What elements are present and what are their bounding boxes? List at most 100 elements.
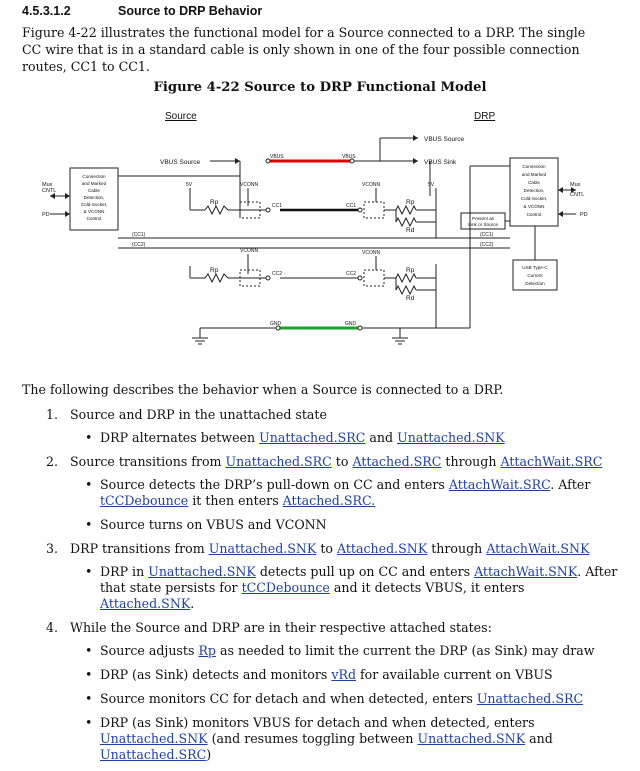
left-ctrl-line: Connection — [82, 174, 106, 179]
text: for available current on — [356, 667, 516, 682]
text: and it detects — [329, 580, 426, 595]
link[interactable]: Attached.SNK — [336, 541, 428, 556]
list-number: 1. — [45, 407, 58, 422]
text: and — [365, 430, 398, 445]
section-number: 4.5.3.1.2 — [22, 4, 71, 18]
cc2-bus-right: (CC2) — [480, 242, 494, 248]
vconn-label-right-1: VCONN — [362, 182, 380, 188]
list-item: 3. DRP transitions from Unattached.SNK t… — [22, 541, 622, 612]
right-ctrl-line: Control — [527, 212, 542, 217]
link-unattached-snk[interactable]: Unattached.SNK — [397, 430, 505, 445]
bullet-item: • Source detects the DRP’s pull-down on … — [22, 477, 622, 509]
link[interactable]: AttachWait.SNK — [474, 564, 578, 579]
bullet-icon: • — [85, 643, 93, 658]
right-ctrl-line: and Marked — [522, 172, 547, 177]
text: to — [331, 454, 353, 469]
cntl-label-right: CNTL — [570, 192, 584, 198]
present-line: Sink or Source — [468, 222, 499, 227]
list-number: 3. — [45, 541, 58, 556]
present-line: Present as — [472, 216, 495, 221]
vbus-term: VBUS — [253, 715, 291, 730]
text: , it enters — [462, 580, 525, 595]
cc1-label-left: CC1 — [272, 203, 282, 209]
cc2-bus-left: (CC2) — [132, 242, 146, 248]
usb-det-line: Detection — [525, 281, 545, 286]
steps-list: 1. Source and DRP in the unattached stat… — [22, 407, 622, 763]
link-unattached-src[interactable]: Unattached.SRC — [259, 430, 366, 445]
vbus-label-left: VBUS — [270, 154, 284, 160]
text: DRP in — [100, 564, 149, 579]
link-rp[interactable]: Rp — [198, 643, 216, 658]
right-ctrl-line: Cold-Socket, — [521, 196, 547, 201]
text: (and resumes toggling between — [207, 731, 418, 746]
list-item: 1. Source and DRP in the unattached stat… — [22, 407, 622, 446]
list-item: 2. Source transitions from Unattached.SR… — [22, 454, 622, 533]
link[interactable]: Attached.SNK — [100, 596, 191, 611]
link[interactable]: Unattached.SRC — [225, 454, 332, 469]
mux-label-right: Mux — [570, 182, 581, 188]
text: . After that state persists for — [100, 564, 618, 595]
right-control-block — [509, 157, 559, 227]
cc2-label-right: CC2 — [346, 271, 356, 277]
link[interactable]: AttachWait.SRC — [500, 454, 603, 469]
link[interactable]: Unattached.SNK — [148, 564, 256, 579]
vbus-term: VBUS — [206, 517, 244, 532]
left-ctrl-line: Cable — [88, 188, 100, 193]
link[interactable]: AttachWait.SRC — [448, 477, 551, 492]
mux-label-left: Mux — [42, 182, 53, 188]
bullet-item: • DRP alternates between Unattached.SRC … — [22, 430, 622, 446]
link[interactable]: Unattached.SNK — [208, 541, 317, 556]
link[interactable]: Attached.SRC. — [282, 493, 376, 508]
behavior-description: The following describes the behavior whe… — [22, 382, 622, 771]
bullet-item: • Source monitors CC for detach and when… — [22, 691, 622, 707]
text: . — [190, 596, 195, 611]
text: Source transitions from — [70, 454, 226, 469]
link[interactable]: AttachWait.SNK — [486, 541, 590, 556]
list-number: 4. — [45, 620, 58, 635]
text: to — [316, 541, 337, 556]
link[interactable]: Unattached.SRC — [100, 747, 207, 762]
pd-label-left: PD — [42, 212, 50, 218]
link[interactable]: tCCDebounce — [241, 580, 330, 595]
text: for detach and when detected, enters — [290, 715, 535, 730]
figure-title: Figure 4-22 Source to DRP Functional Mod… — [153, 80, 487, 95]
5v-label-left: 5V — [186, 182, 193, 188]
vconn-label-right-2: VCONN — [362, 250, 380, 256]
cc1-bus-right: (CC1) — [480, 232, 494, 238]
usb-det-line: Current — [527, 273, 543, 278]
bullet-icon: • — [85, 691, 93, 706]
vconn-label-left-1: VCONN — [240, 182, 258, 188]
text: detects pull up on CC and enters — [255, 564, 475, 579]
drp-label: DRP — [474, 111, 495, 122]
text: it then enters — [188, 493, 283, 508]
link-vrd[interactable]: vRd — [331, 667, 357, 682]
rp-label-right-2: Rp — [406, 267, 415, 274]
link[interactable]: Unattached.SNK — [100, 731, 208, 746]
source-label: Source — [165, 111, 197, 122]
bullet-item: • Source turns on VBUS and VCONN — [22, 517, 622, 533]
functional-model-diagram: Source DRP VBUS Source VBUS Source VBUS … — [42, 111, 588, 345]
link[interactable]: Attached.SRC — [352, 454, 442, 469]
link[interactable]: tCCDebounce — [100, 493, 189, 508]
bullet-item: • DRP (as Sink) monitors VBUS for detach… — [22, 715, 622, 763]
text: Source turns on — [100, 517, 207, 532]
bullet-item: • DRP (as Sink) detects and monitors vRd… — [22, 667, 622, 683]
gnd-label-right: GND — [345, 321, 357, 327]
text: through — [427, 541, 487, 556]
rp-label-left-2: Rp — [210, 267, 219, 274]
bullet-item: • Source adjusts Rp as needed to limit t… — [22, 643, 622, 659]
rd-label-right-2: Rd — [406, 295, 415, 302]
vbus-term: VBUS — [425, 580, 463, 595]
link[interactable]: Unattached.SNK — [417, 731, 526, 746]
cc2-label-left: CC2 — [272, 271, 282, 277]
rd-label-right-1: Rd — [406, 227, 415, 234]
bullet-icon: • — [85, 715, 93, 730]
link[interactable]: Unattached.SRC — [476, 691, 584, 706]
vconn-label-left-2: VCONN — [240, 248, 258, 254]
bullet-icon: • — [85, 564, 93, 579]
list-item: 4. While the Source and DRP are in their… — [22, 620, 622, 763]
intro-paragraph: Figure 4-22 illustrates the functional m… — [22, 25, 586, 74]
left-ctrl-line: & VCONN — [84, 209, 105, 214]
cc1-bus-left: (CC1) — [132, 232, 146, 238]
